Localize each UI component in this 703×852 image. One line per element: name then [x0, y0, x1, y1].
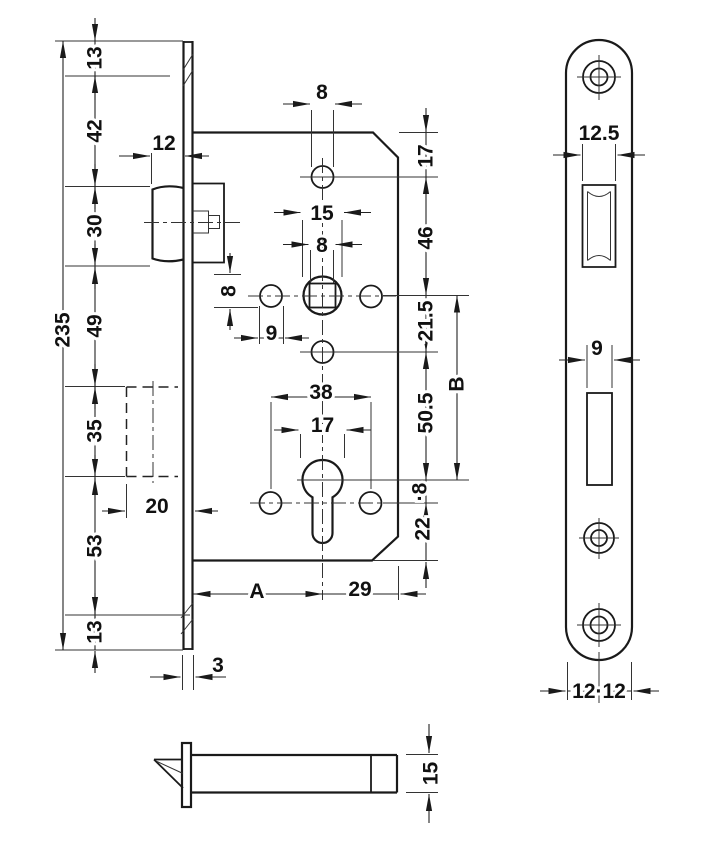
dim-label-13-bottom: 13 [84, 620, 107, 643]
dim-label-49: 49 [84, 314, 107, 337]
deadbolt-hidden-outline [125, 381, 178, 483]
dim-label-A: A [249, 580, 264, 603]
latch-bevel-tip [153, 758, 184, 789]
dim-label-dot8: ·8 [409, 482, 432, 501]
dim-label-42: 42 [84, 119, 107, 142]
dim-label-20: 20 [145, 495, 168, 518]
dim-label-12-12: 12·12 [572, 680, 626, 703]
dim-label-21-5: 21.5 [415, 300, 438, 341]
screw-hole-middle [579, 518, 619, 559]
dim-label-B: B [446, 376, 469, 391]
dim-label-8-square: 8 [316, 234, 328, 257]
dim-label-9: 9 [266, 322, 278, 345]
dim-label-9-faceplate: 9 [591, 337, 603, 360]
dim-label-46: 46 [415, 226, 438, 249]
dim-label-15-latch: 15 [420, 762, 443, 786]
latch-cutout [581, 184, 617, 268]
dim-label-35: 35 [84, 419, 107, 443]
dim-9-faceplate: 9 [559, 334, 640, 388]
left-dimension-chain: 13 42 30 49 35 53 13 235 [49, 18, 190, 673]
dim-label-235: 235 [52, 312, 75, 347]
latch-bolt-side [151, 185, 184, 263]
latch-bolt-body [191, 753, 399, 794]
detail-dimensions: 12 8 15 8 8 [102, 78, 426, 690]
dim-label-30: 30 [84, 214, 107, 237]
dim-label-38: 38 [309, 381, 333, 404]
dim-12-5: 12.5 [553, 119, 645, 181]
center-lines [248, 158, 396, 600]
screw-hole-bottom [577, 603, 621, 647]
dim-15-latch: 15 [406, 724, 446, 823]
dim-label-12-5: 12.5 [579, 122, 620, 145]
latch-housing [144, 182, 243, 264]
deadbolt-cutout [586, 392, 613, 486]
lock-body-view: 13 42 30 49 35 53 13 235 [49, 18, 472, 690]
dim-label-17-right: 17 [415, 144, 438, 167]
screw-hole-top [577, 55, 621, 100]
dim-label-50-5: 50.5 [415, 392, 438, 433]
dim-label-15: 15 [310, 202, 334, 225]
dim-label-29: 29 [348, 578, 371, 601]
dim-label-22: 22 [412, 517, 435, 540]
latch-bottom-view: 15 [153, 724, 446, 823]
faceplate-front-view: 12.5 9 [540, 38, 659, 706]
lock-case-outline [192, 131, 400, 562]
faceplate-edge [180, 41, 194, 650]
dim-label-53: 53 [84, 534, 107, 557]
faceplate-section [180, 741, 193, 809]
right-dimension-chain: 17 46 21.5 50.5 ·8 22 B [335, 108, 472, 588]
dim-label-3: 3 [212, 654, 224, 677]
dim-label-8-top: 8 [316, 81, 328, 104]
faceplate-outline [564, 38, 634, 662]
dim-label-8-offset-v: 8 [218, 285, 241, 297]
dim-label-17-cylinder: 17 [311, 414, 334, 437]
dim-label-13-top: 13 [84, 46, 107, 69]
dim-label-12: 12 [152, 132, 175, 155]
dim-12-12: 12·12 [540, 652, 659, 706]
